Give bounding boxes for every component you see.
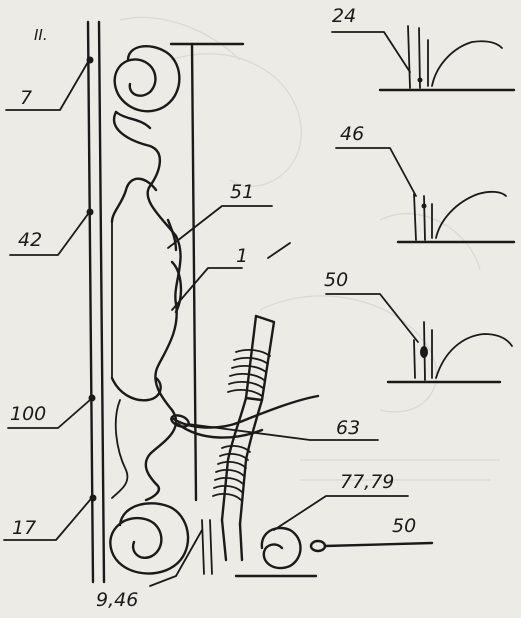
- background-show-through: [119, 16, 500, 481]
- label-17: 17: [12, 517, 36, 539]
- top-spiral-roll: [113, 44, 181, 113]
- leader-46: [335, 147, 417, 197]
- clamp-brackets: [166, 218, 183, 314]
- detail-46: [396, 190, 516, 244]
- leader-42: [9, 213, 89, 256]
- pin-50-bottom: [309, 539, 434, 553]
- leader-1-tick: [267, 242, 291, 259]
- label-50-bottom: 50: [392, 515, 416, 537]
- label-42: 42: [18, 229, 42, 251]
- label-100: 100: [10, 403, 46, 425]
- label-63: 63: [336, 417, 360, 439]
- right-vertical-line: [169, 42, 245, 502]
- bottom-spiral-roll: [109, 502, 190, 575]
- figure-number: II.: [34, 26, 48, 44]
- leader-100: [7, 399, 91, 429]
- small-roll: [201, 519, 318, 578]
- leader-50-right: [325, 293, 419, 343]
- leader-7779: [273, 495, 409, 531]
- left-double-rail: [86, 20, 106, 584]
- lower-hook: [110, 376, 162, 402]
- coil-windings: [212, 349, 271, 501]
- wavy-web-body: [111, 110, 182, 502]
- label-946: 9,46: [96, 589, 138, 611]
- leader-24: [331, 31, 411, 73]
- leader-51: [167, 205, 273, 249]
- detail-50-right: [386, 321, 513, 384]
- node-17: [89, 494, 97, 502]
- detail-24: [378, 25, 516, 92]
- leader-946: [149, 529, 203, 587]
- leader-1: [171, 267, 243, 311]
- leader-7: [5, 61, 89, 111]
- leader-lines: [3, 31, 419, 587]
- label-7: 7: [20, 87, 32, 109]
- leader-63: [187, 423, 379, 441]
- upper-hook: [110, 177, 158, 379]
- label-50-right: 50: [324, 269, 348, 291]
- label-46: 46: [340, 123, 364, 145]
- label-77-79: 77,79: [340, 471, 394, 493]
- leader-17: [3, 499, 91, 541]
- label-1: 1: [236, 245, 248, 267]
- label-24: 24: [332, 5, 356, 27]
- label-51: 51: [230, 181, 254, 203]
